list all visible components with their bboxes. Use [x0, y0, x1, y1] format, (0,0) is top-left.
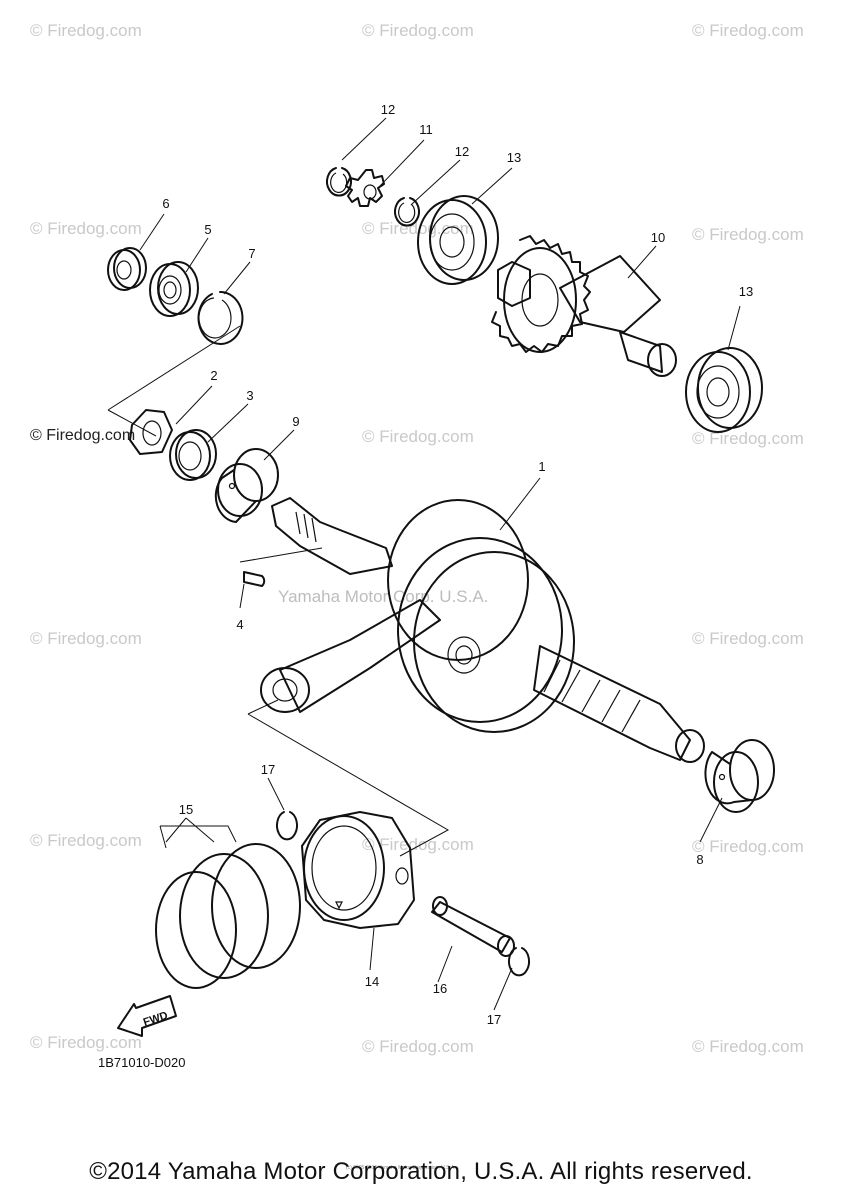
- part-2-nut: [129, 409, 173, 455]
- part-14-piston: [301, 811, 415, 929]
- watermark-layer: © Firedog.com © Firedog.com © Firedog.co…: [30, 21, 804, 1056]
- callout-8: 8: [696, 852, 703, 867]
- watermark: © Firedog.com: [692, 1037, 804, 1056]
- watermark: © Firedog.com: [30, 219, 142, 238]
- callout-9: 9: [292, 414, 299, 429]
- part-4-key: [243, 571, 266, 587]
- callout-13: 13: [739, 284, 753, 299]
- callout-17: 17: [261, 762, 275, 777]
- watermark: © Firedog.com: [30, 1033, 142, 1052]
- part-13-bearing: [685, 347, 763, 433]
- watermark: © Firedog.com: [30, 427, 135, 444]
- part-13-bearing: [417, 195, 499, 285]
- watermark: © Firedog.com: [362, 219, 474, 238]
- part-17-clip: [508, 947, 530, 977]
- callout-10: 10: [651, 230, 665, 245]
- watermark: © Firedog.com: [30, 629, 142, 648]
- callout-4: 4: [236, 617, 243, 632]
- callout-5: 5: [204, 222, 211, 237]
- part-10-balancer-shaft: [491, 235, 677, 377]
- watermark: © Firedog.com: [692, 225, 804, 244]
- watermark: © Firedog.com: [362, 427, 474, 446]
- part-11-gear: [345, 169, 385, 207]
- callout-labels: 1 2 3 4 5 6 7 8 9 10 11 12 12 13 13 14 1…: [162, 102, 753, 1027]
- watermark: © Firedog.com: [362, 1037, 474, 1056]
- center-watermark: Yamaha Motor Corp. U.S.A.: [278, 587, 488, 606]
- fine-print: (c) 2005-2016 Yamaha Motor Corporation, …: [346, 1165, 456, 1171]
- watermark: © Firedog.com: [30, 831, 142, 850]
- callout-1: 1: [538, 459, 545, 474]
- part-17-clip: [276, 811, 298, 841]
- part-6-oil-seal: [107, 247, 147, 291]
- callout-2: 2: [210, 368, 217, 383]
- callout-17: 17: [487, 1012, 501, 1027]
- callout-12: 12: [381, 102, 395, 117]
- callout-3: 3: [246, 388, 253, 403]
- copyright-notice: ©2014 Yamaha Motor Corporation, U.S.A. A…: [89, 1158, 753, 1185]
- callout-13: 13: [507, 150, 521, 165]
- callout-11: 11: [419, 122, 433, 137]
- part-9-bearing: [214, 448, 279, 523]
- watermark: © Firedog.com: [692, 837, 804, 856]
- part-8-bearing: [704, 739, 775, 813]
- callout-12: 12: [455, 144, 469, 159]
- callout-15: 15: [179, 802, 193, 817]
- watermark: © Firedog.com: [692, 429, 804, 448]
- watermark: © Firedog.com: [362, 21, 474, 40]
- part-15-piston-rings: [155, 843, 301, 989]
- watermark: © Firedog.com: [30, 21, 142, 40]
- watermark: © Firedog.com: [692, 629, 804, 648]
- fwd-label: FWD: [142, 1010, 170, 1029]
- part-12-circlip: [394, 197, 420, 227]
- diagram-code: 1B71010-D020: [98, 1055, 185, 1070]
- watermark: © Firedog.com: [362, 835, 474, 854]
- part-5-bearing: [149, 261, 199, 317]
- part-7-circlip: [197, 290, 244, 345]
- callout-6: 6: [162, 196, 169, 211]
- callout-7: 7: [248, 246, 255, 261]
- callout-16: 16: [433, 981, 447, 996]
- part-3-washer: [169, 429, 217, 481]
- part-1-crankshaft: [260, 497, 705, 763]
- callout-14: 14: [365, 974, 379, 989]
- leader-lines: [107, 117, 741, 1011]
- part-12-circlip: [326, 167, 352, 197]
- part-16-piston-pin: [431, 896, 515, 957]
- fwd-arrow: FWD: [117, 995, 177, 1037]
- watermark: © Firedog.com: [692, 21, 804, 40]
